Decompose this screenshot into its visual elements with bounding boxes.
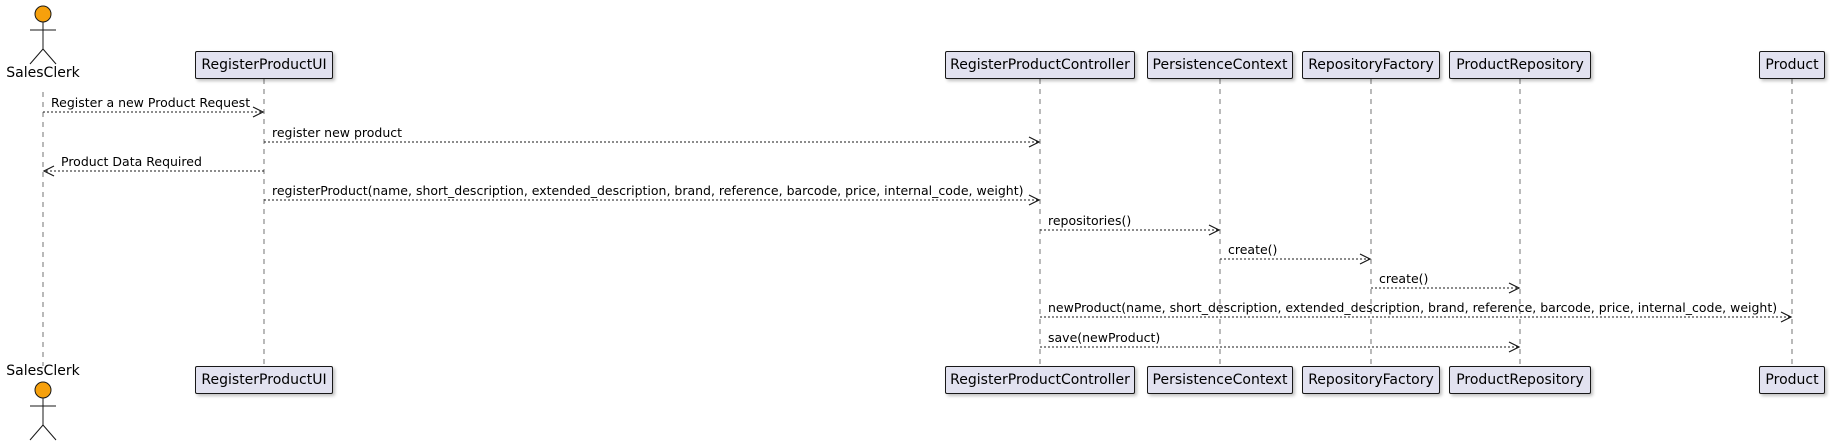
arrowhead-icon <box>1028 136 1041 148</box>
message-label: newProduct(name, short_description, exte… <box>1048 300 1778 315</box>
message-label: repositories() <box>1048 213 1132 228</box>
participant-box-bottom: PersistenceContext <box>1147 366 1293 394</box>
arrowhead-icon <box>252 106 265 118</box>
participant-box-top: RegisterProductController <box>945 51 1135 79</box>
message-label: create() <box>1228 242 1278 257</box>
participant-box-bottom: RegisterProductController <box>945 366 1135 394</box>
participant-box-bottom: RepositoryFactory <box>1302 366 1440 394</box>
actor-label-top: SalesClerk <box>6 65 80 81</box>
participant-box-top: PersistenceContext <box>1147 51 1293 79</box>
actor-leg-icon <box>42 48 57 65</box>
participant-box-top: Product <box>1759 51 1825 79</box>
arrowhead-icon <box>1508 282 1521 294</box>
actor-label-bottom: SalesClerk <box>6 363 80 379</box>
message-label: register new product <box>272 125 403 140</box>
participant-box-top: ProductRepository <box>1449 51 1591 79</box>
actor-head-icon <box>34 5 52 23</box>
actor-head-icon <box>34 381 52 399</box>
participant-box-bottom: ProductRepository <box>1449 366 1591 394</box>
actor-leg-icon <box>29 48 44 65</box>
participant-box-top: RepositoryFactory <box>1302 51 1440 79</box>
message-label: registerProduct(name, short_description,… <box>272 183 1024 198</box>
participant-box-bottom: Product <box>1759 366 1825 394</box>
actor-leg-icon <box>42 424 57 441</box>
arrowhead-icon <box>1780 311 1793 323</box>
message-label: Product Data Required <box>61 154 202 169</box>
arrowhead-icon <box>42 165 55 177</box>
actor-leg-icon <box>29 424 44 441</box>
message-label: save(newProduct) <box>1048 330 1161 345</box>
message-label: create() <box>1379 271 1429 286</box>
arrowhead-icon <box>1359 253 1372 265</box>
message-label: Register a new Product Request <box>51 95 251 110</box>
participant-box-bottom: RegisterProductUI <box>195 366 333 394</box>
arrowhead-icon <box>1208 224 1221 236</box>
arrowhead-icon <box>1028 194 1041 206</box>
participant-box-top: RegisterProductUI <box>195 51 333 79</box>
arrowhead-icon <box>1508 341 1521 353</box>
